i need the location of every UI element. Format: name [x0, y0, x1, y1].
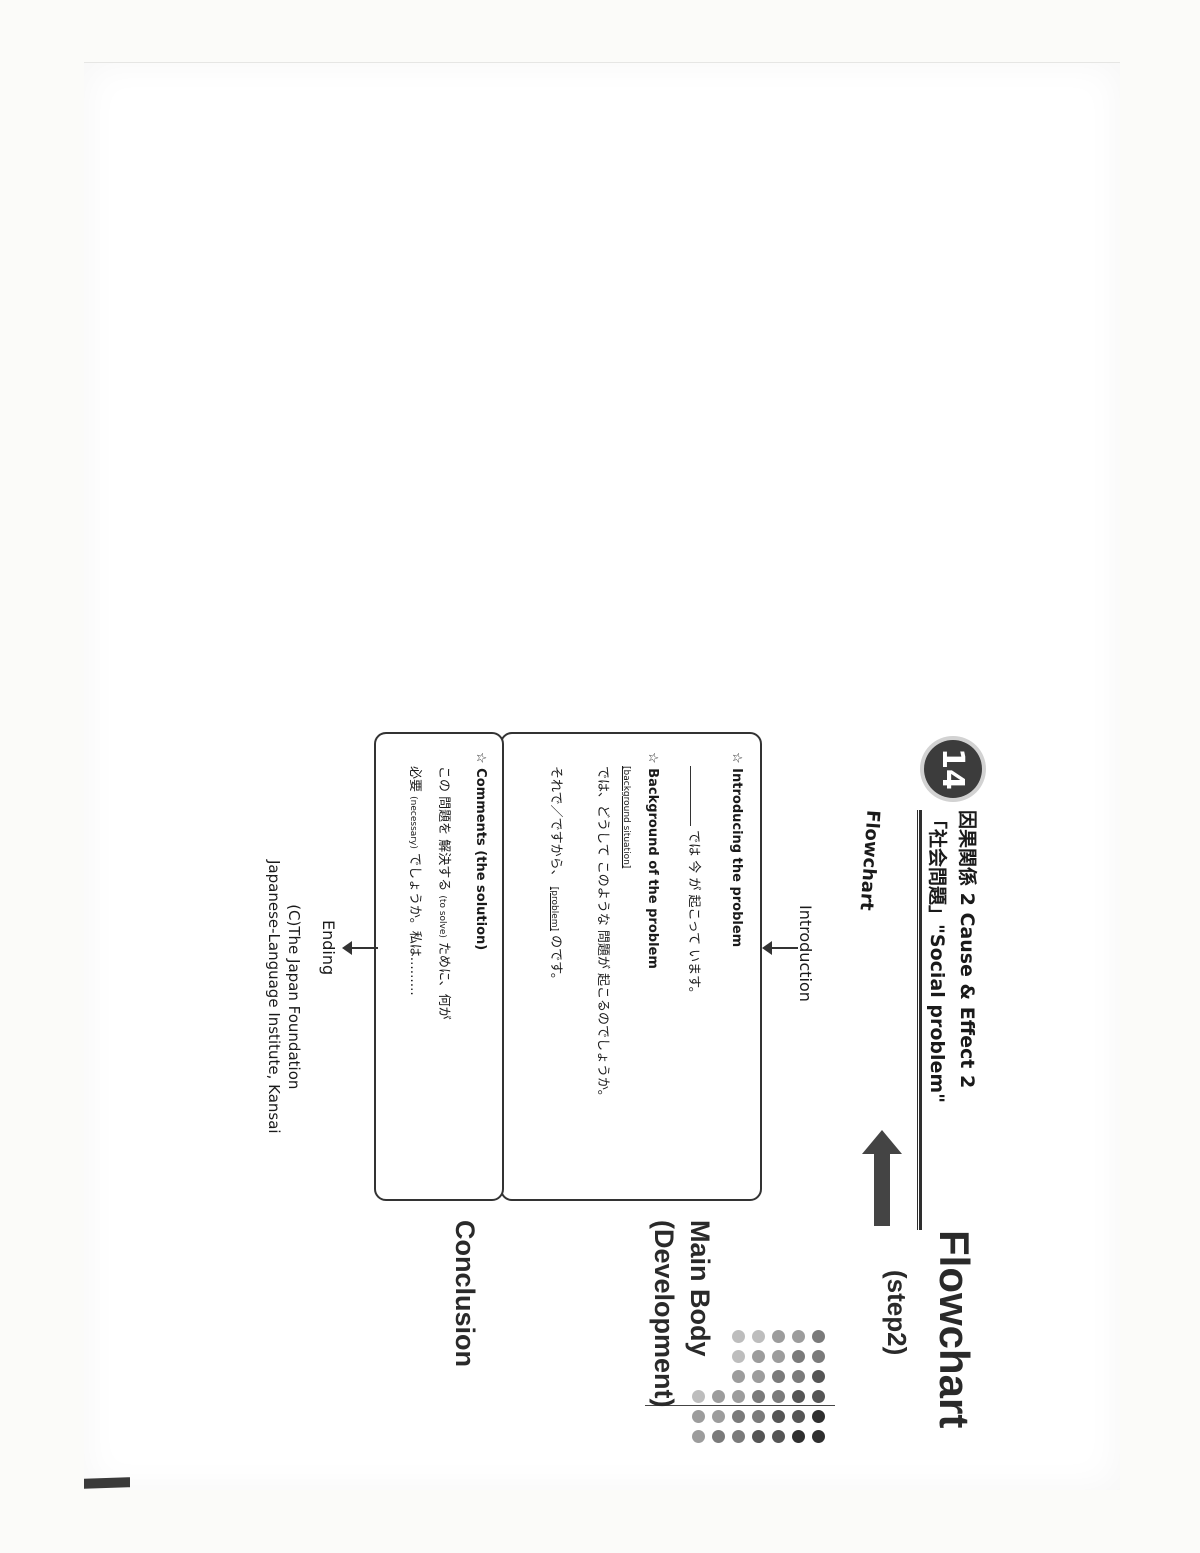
copyright-credit: (C)The Japan Foundation Japanese-Languag…	[264, 860, 305, 1134]
conclusion-line1-a: この 問題を 解決する	[436, 766, 451, 892]
development-text: (Development)	[648, 1220, 679, 1408]
background-line: では、どうして このような 問題が 起こるのでしょうか。	[595, 766, 610, 1103]
decorative-dot	[812, 1430, 825, 1443]
decorative-dot	[692, 1410, 705, 1423]
flowchart-title: Flowchart	[931, 1230, 978, 1429]
decorative-dot	[752, 1350, 765, 1363]
decorative-dot	[772, 1430, 785, 1443]
background-heading: ☆ Background of the problem	[645, 752, 660, 969]
decorative-dot	[812, 1330, 825, 1343]
conclusion-line1-b: ために、何が	[436, 942, 451, 1020]
decorative-dot	[712, 1430, 725, 1443]
decorative-dot	[772, 1410, 785, 1423]
decorative-dot	[772, 1350, 785, 1363]
result-note: [problem]	[549, 886, 559, 932]
decorative-dot	[792, 1330, 805, 1343]
credit-line2: Japanese-Language Institute, Kansai	[264, 860, 283, 1134]
main-body-box: ☆ Introducing the problem では 今 が 起こって いま…	[500, 732, 762, 1201]
blank-1	[690, 766, 691, 826]
decorative-dot	[752, 1410, 765, 1423]
decorative-dot	[752, 1430, 765, 1443]
main-body-label: Main Body (Development)	[645, 1220, 718, 1408]
decorative-dot	[812, 1390, 825, 1403]
decorative-dot	[772, 1330, 785, 1343]
decorative-dot	[732, 1390, 745, 1403]
decorative-dot	[712, 1410, 725, 1423]
decorative-dot	[752, 1390, 765, 1403]
title-rule	[919, 810, 922, 1230]
rotated-slide: 14 因果関係 2 Cause & Effect 2 「社会問題」"Social…	[150, 470, 1010, 1490]
flowchart-subtitle: Flowchart	[855, 809, 884, 912]
result-line-a: それで／ですから、	[548, 766, 563, 883]
decorative-dot	[812, 1350, 825, 1363]
conclusion-line1-note: (to solve)	[437, 895, 447, 938]
comments-heading: ☆ Comments (the solution)	[473, 752, 488, 951]
conclusion-line2-b: でしょうか。私は………	[407, 852, 422, 996]
decorative-dot	[792, 1370, 805, 1383]
intro-heading: ☆ Introducing the problem	[729, 752, 744, 948]
credit-line1: (C)The Japan Foundation	[285, 904, 303, 1090]
decorative-dot	[792, 1390, 805, 1403]
decorative-dot	[772, 1370, 785, 1383]
decorative-dot	[732, 1430, 745, 1443]
step-label: (step2)	[882, 1270, 912, 1356]
decorative-dot	[792, 1410, 805, 1423]
down-arrow-icon	[348, 947, 378, 949]
paper-edge	[84, 62, 1120, 63]
lesson-number: 14	[935, 748, 971, 790]
lesson-title-line1: 因果関係 2 Cause & Effect 2	[956, 810, 978, 1089]
decorative-dot	[732, 1410, 745, 1423]
main-body-text: Main Body	[685, 1220, 715, 1357]
intro-line: では 今 が 起こって います。	[686, 830, 701, 1000]
conclusion-line2-note: (necessary)	[408, 796, 418, 849]
decorative-dot	[692, 1430, 705, 1443]
background-note: [background situation]	[621, 766, 631, 869]
decorative-dot	[792, 1350, 805, 1363]
decorative-dot	[732, 1350, 745, 1363]
decorative-dot	[732, 1330, 745, 1343]
introduction-label: Introduction	[796, 905, 815, 1002]
conclusion-line2-a: 必要	[407, 766, 422, 793]
title-rule-thin	[917, 810, 918, 1230]
ending-label: Ending	[319, 920, 338, 976]
conclusion-label: Conclusion	[450, 1220, 480, 1367]
decorative-dot	[812, 1410, 825, 1423]
decorative-dot	[732, 1370, 745, 1383]
conclusion-box: ☆ Comments (the solution) この 問題を 解決する (t…	[374, 732, 504, 1201]
down-arrow-icon	[768, 947, 798, 949]
scan-mark	[84, 1477, 130, 1489]
decorative-dot	[752, 1370, 765, 1383]
lesson-title-line2: 「社会問題」"Social problem"	[926, 810, 948, 1104]
decorative-dot	[752, 1330, 765, 1343]
lesson-number-badge: 14	[924, 740, 982, 798]
result-line-b: のです。	[548, 935, 563, 986]
decorative-dot	[792, 1430, 805, 1443]
decorative-dot	[772, 1390, 785, 1403]
left-arrow-icon	[874, 1150, 890, 1226]
decorative-dot	[812, 1370, 825, 1383]
